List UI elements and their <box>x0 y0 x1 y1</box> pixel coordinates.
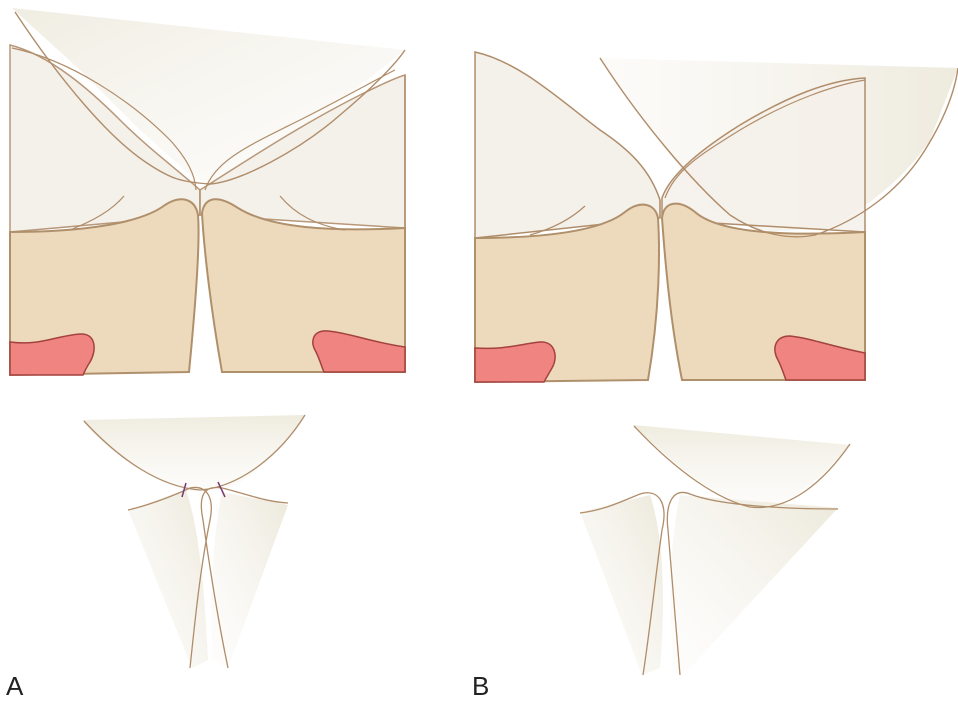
panel-b <box>475 52 958 382</box>
detail-b-upper-shade <box>633 425 850 508</box>
detail-b <box>580 425 850 675</box>
detail-a-upper-shade <box>82 415 305 492</box>
detail-a <box>82 415 305 668</box>
detail-a-lower-shade <box>128 490 208 668</box>
panel-label-a: A <box>6 673 23 699</box>
panel-label-b: B <box>472 673 489 699</box>
left-pulp-b <box>475 342 555 382</box>
panel-a <box>10 8 405 375</box>
detail-b-lower-shade-right <box>670 495 838 675</box>
detail-b-lower-shade <box>580 495 663 675</box>
